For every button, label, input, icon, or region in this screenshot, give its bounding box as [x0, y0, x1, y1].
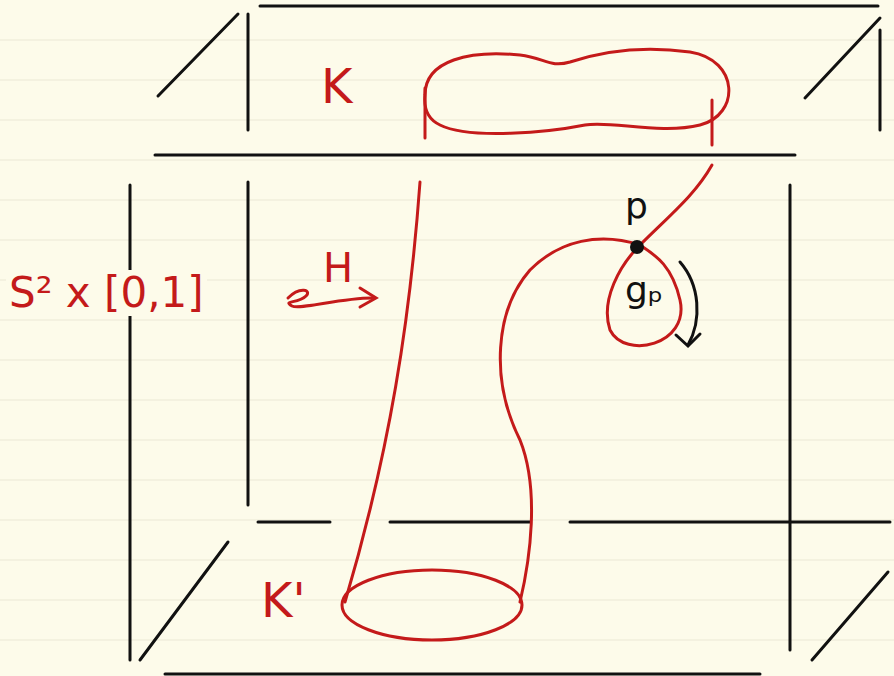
knot-surface: [288, 49, 729, 640]
loop-label: gₚ: [622, 270, 666, 310]
ruled-paper: [0, 40, 894, 640]
knot-label: K: [318, 60, 355, 113]
map-label: H: [320, 246, 356, 290]
point-label: p: [622, 186, 651, 226]
box-outline: [130, 6, 890, 674]
space-label: S² x [0,1]: [6, 270, 207, 316]
knot-label: K': [258, 574, 309, 627]
